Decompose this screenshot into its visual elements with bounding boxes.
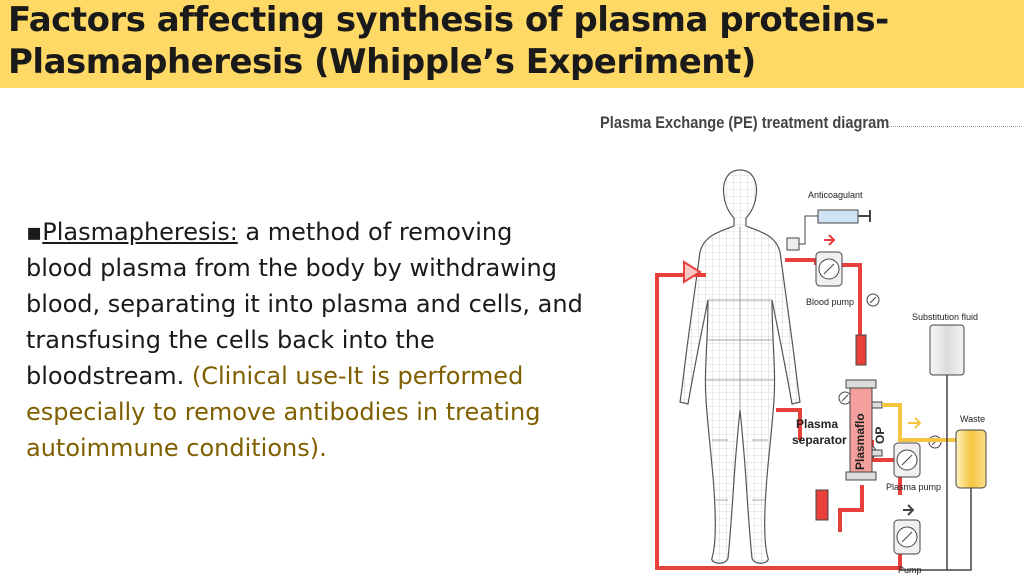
anticoagulant-label: Anticoagulant xyxy=(808,190,863,200)
plasma-pump-icon xyxy=(893,442,921,478)
plasma-exchange-diagram: Anticoagulant Blood pump Plasmaflo OP Pl… xyxy=(655,169,987,575)
flow-arrow-icon xyxy=(683,260,702,284)
plasma-separator-filter xyxy=(845,379,883,481)
diagram-title-rule xyxy=(888,126,1022,127)
plasmaflo-label: Plasmaflo xyxy=(853,413,867,470)
tube-segment xyxy=(855,334,867,366)
return-pump-icon xyxy=(893,504,921,555)
slide-title-line-2: Plasmapheresis (Whipple’s Experiment) xyxy=(8,42,756,82)
slide-title-line-1: Factors affecting synthesis of plasma pr… xyxy=(8,0,889,40)
diagram-title: Plasma Exchange (PE) treatment diagram xyxy=(600,113,890,132)
pump-label: Pump xyxy=(898,565,922,575)
human-body-figure xyxy=(679,169,801,564)
waste-container-icon xyxy=(947,429,987,571)
plasma-separator-label-1: Plasma xyxy=(796,417,838,431)
clinical-use-text: (Clinical use-It is performed especially… xyxy=(26,362,541,462)
anticoagulant-syringe-icon xyxy=(786,209,871,251)
blood-pump-label: Blood pump xyxy=(806,297,854,307)
waste-label: Waste xyxy=(960,414,985,424)
plasma-pump-label: Plasma pump xyxy=(886,482,941,492)
return-vial xyxy=(815,489,829,521)
plasma-flow-arrow-icon xyxy=(908,417,922,429)
term-plasmapheresis: Plasmapheresis: xyxy=(42,218,238,246)
blood-pump-icon xyxy=(815,234,843,287)
plasmaflo-op-label: OP xyxy=(873,427,887,444)
plasma-separator-label-2: separator xyxy=(792,433,847,447)
substitution-fluid-label: Substitution fluid xyxy=(912,312,978,322)
title-banner: Factors affecting synthesis of plasma pr… xyxy=(0,0,1024,88)
definition-text: a method of removing blood plasma from t… xyxy=(26,218,583,390)
bullet-marker: ▪ xyxy=(26,218,43,246)
body-paragraph: ▪Plasmapheresis: a method of removing bl… xyxy=(26,214,586,466)
